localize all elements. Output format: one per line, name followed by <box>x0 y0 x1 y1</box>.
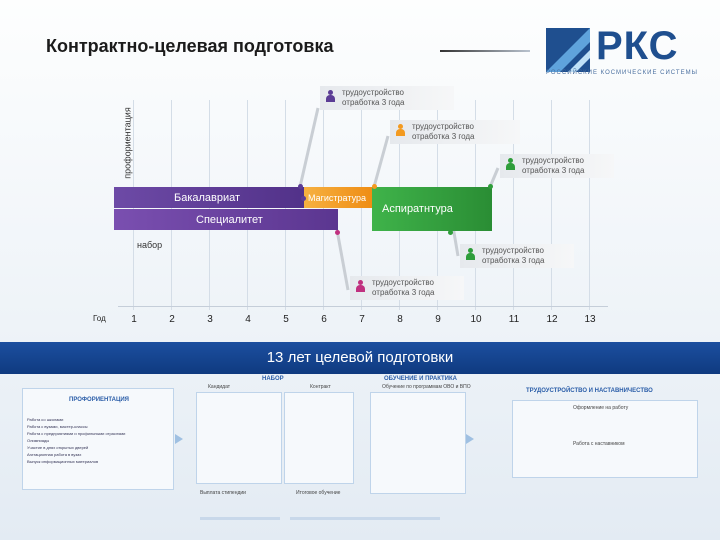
employment-box-after-magistracy: трудоустройство отработка 3 года <box>390 120 520 144</box>
process-flow: ПРОФОРИЕНТАЦИЯ Работа со школами Работа … <box>0 376 720 540</box>
nabor-title: НАБОР <box>262 376 284 382</box>
trud-sub1: Оформление на работу <box>573 405 629 411</box>
summary-band-text: 13 лет целевой подготовки <box>266 349 454 366</box>
employment-line1: трудоустройство <box>522 156 584 165</box>
bar-aspirantura: Аспиратнтура <box>372 187 492 231</box>
year-tick: 1 <box>131 314 137 325</box>
employment-line1: трудоустройство <box>342 88 404 97</box>
panel-nabor-left <box>196 392 282 484</box>
nabor-bottom: Выплата стипендии <box>200 490 246 496</box>
year-tick: 6 <box>321 314 327 325</box>
year-tick: 8 <box>397 314 403 325</box>
employment-box-below-aspirantura: трудоустройство отработка 3 года <box>460 244 574 268</box>
employment-line2: отработка 3 года <box>342 98 405 107</box>
logo-mark-icon <box>546 28 590 72</box>
person-icon <box>466 248 475 260</box>
panel-obuch <box>370 392 466 494</box>
year-axis-title: Год <box>93 314 106 323</box>
timeline-baseline <box>118 306 608 307</box>
profor-line: Агитационная работа в вузах <box>27 452 82 457</box>
flow-arrow-icon <box>175 434 183 444</box>
transition-dot <box>298 184 303 189</box>
transition-dot <box>372 184 377 189</box>
timeline-diagram: профориентация Бакалавриат Магистратура … <box>93 86 614 325</box>
summary-band: 13 лет целевой подготовки <box>0 342 720 374</box>
nabor-contract: Контракт <box>310 384 331 390</box>
trud-title: ТРУДОУСТРОЙСТВО И НАСТАВНИЧЕСТВО <box>526 388 653 394</box>
year-tick: 5 <box>283 314 289 325</box>
employment-box-top: трудоустройство отработка 3 года <box>320 86 454 110</box>
person-icon <box>356 280 365 292</box>
grid-line <box>589 100 590 310</box>
nabor-label: набор <box>137 240 163 250</box>
bar-magistracy: Магистратура <box>304 187 378 208</box>
employment-line1: трудоустройство <box>412 122 474 131</box>
year-tick: 7 <box>359 314 365 325</box>
bar-bachelor: Бакалавриат <box>114 187 324 208</box>
year-tick: 3 <box>207 314 213 325</box>
employment-line2: отработка 3 года <box>412 132 475 141</box>
profor-line: Работа с предприятиями и профильными отр… <box>27 431 126 436</box>
flow-arrow-icon <box>466 434 474 444</box>
profor-line: Работа с вузами, мастер-классы <box>27 424 88 429</box>
year-tick: 11 <box>508 314 520 325</box>
grid-line <box>513 100 514 310</box>
year-tick: 10 <box>470 314 482 325</box>
transition-dot <box>448 230 453 235</box>
nabor-candidate: Кандидат <box>208 384 231 390</box>
transition-dot <box>301 196 306 201</box>
logo-text: РКС <box>596 24 679 68</box>
transition-dot <box>335 230 340 235</box>
profor-line: Участие в днях открытых дверей <box>27 445 89 450</box>
year-tick: 13 <box>584 314 596 325</box>
company-logo: РКС РОССИЙСКИЕ КОСМИЧЕСКИЕ СИСТЕМЫ <box>546 24 697 78</box>
employment-line2: отработка 3 года <box>482 256 545 265</box>
obuch-bottom: Итоговое обучение <box>296 490 341 496</box>
bar-specialist: Специалитет <box>114 209 338 230</box>
page-title: Контрактно-целевая подготовка <box>46 36 334 56</box>
trud-sub2: Работа с наставником <box>573 441 625 447</box>
bar-aspirantura-label: Аспиратнтура <box>382 203 453 215</box>
person-icon <box>326 90 335 102</box>
year-tick: 12 <box>546 314 558 325</box>
year-tick: 4 <box>245 314 251 325</box>
panel-trud: Оформление на работу Работа с наставнико… <box>512 400 698 478</box>
employment-line1: трудоустройство <box>482 246 544 255</box>
profor-line: Выпуск информационных материалов <box>27 459 99 464</box>
obuch-title: ОБУЧЕНИЕ И ПРАКТИКА <box>384 376 457 382</box>
profor-line: Работа со школами <box>27 417 64 422</box>
transition-dot <box>488 184 493 189</box>
year-tick: 2 <box>169 314 175 325</box>
footer-decoration <box>290 517 440 520</box>
bar-specialist-label: Специалитет <box>196 213 263 226</box>
title-underline <box>440 50 530 52</box>
employment-line1: трудоустройство <box>372 278 434 287</box>
logo-subtitle: РОССИЙСКИЕ КОСМИЧЕСКИЕ СИСТЕМЫ <box>546 70 698 76</box>
employment-line2: отработка 3 года <box>522 166 585 175</box>
footer-decoration <box>200 517 280 520</box>
bar-bachelor-label: Бакалавриат <box>174 191 241 204</box>
year-tick: 9 <box>435 314 441 325</box>
obuch-sub: Обучение по программам ОВО и ВПО <box>382 384 471 390</box>
grid-line <box>551 100 552 310</box>
bar-magistracy-label: Магистратура <box>308 192 366 203</box>
employment-line2: отработка 3 года <box>372 288 435 297</box>
panel-nabor-right <box>284 392 354 484</box>
panel-profor-title: ПРОФОРИЕНТАЦИЯ <box>69 397 129 403</box>
profor-line: Олимпиады <box>27 438 50 443</box>
employment-box-after-aspirantura: трудоустройство отработка 3 года <box>500 154 614 178</box>
person-icon <box>506 158 515 170</box>
person-icon <box>396 124 405 136</box>
panel-profor: ПРОФОРИЕНТАЦИЯ Работа со школами Работа … <box>22 388 174 490</box>
employment-box-after-specialist: трудоустройство отработка 3 года <box>350 276 464 300</box>
